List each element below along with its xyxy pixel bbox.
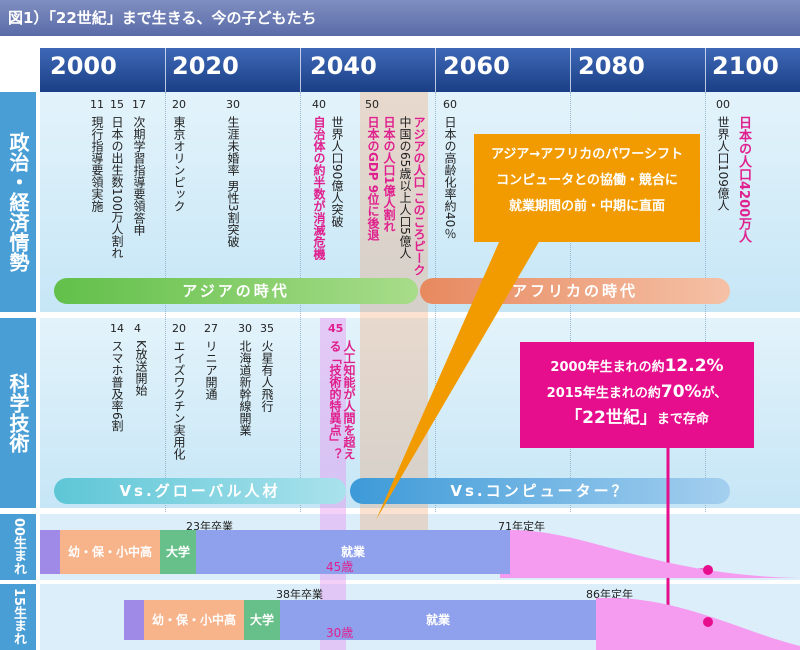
event-text: 日本の出生数100万人割れ xyxy=(110,116,124,259)
grad-label: 23年卒業 xyxy=(186,520,233,533)
era-africa: アフリカの時代 xyxy=(420,278,730,304)
event-year: 50 xyxy=(365,98,379,111)
event-text: 日本の人口1億人割れ xyxy=(382,116,396,233)
survival-pct: 12.2% xyxy=(664,356,724,376)
year-tick xyxy=(165,48,166,92)
event-text: 北海道新幹線開業 xyxy=(238,340,252,436)
survival-text: まで存命 xyxy=(656,412,709,427)
callout-line: アジア→アフリカのパワーシフト xyxy=(490,147,684,162)
event-text: 人工知能が人間を超える「技術的特異点」？ xyxy=(328,340,356,460)
event-year: 20 xyxy=(172,322,186,335)
survival-text: 2000年生まれの約 xyxy=(550,360,665,375)
curve-area xyxy=(500,530,800,578)
event-text: 生涯未婚率 男性3割突破 xyxy=(226,116,240,248)
event-year: 40 xyxy=(312,98,326,111)
work-seg: 就業 xyxy=(280,600,596,640)
school-seg: 幼・保・小中高 xyxy=(144,600,244,640)
era-global: Vs.グローバル人材 xyxy=(54,478,346,504)
year-label: 2100 xyxy=(712,52,779,80)
grad-label: 38年卒業 xyxy=(276,588,323,601)
curve-area xyxy=(596,598,800,650)
survival-curve-00 xyxy=(500,530,800,578)
callout-tail xyxy=(376,240,540,520)
year-tick xyxy=(570,48,571,92)
survival-pct: 70% xyxy=(660,382,702,402)
year-tick xyxy=(300,48,301,92)
event-text: 日本のGDP 9位に後退 xyxy=(366,116,380,242)
survival-text: 2015年生まれの約 xyxy=(546,386,661,401)
event-text: 世界人口90億人突破 xyxy=(330,116,344,228)
event-year: 14 xyxy=(110,322,124,335)
event-year: 15 xyxy=(110,98,124,111)
school-seg: 幼・保・小中高 xyxy=(60,530,160,574)
survival-text: が、 xyxy=(701,386,728,401)
year-label: 2000 xyxy=(50,52,117,80)
univ-seg: 大学 xyxy=(160,530,196,574)
year-label: 2020 xyxy=(172,52,239,80)
age-label: 45歳 xyxy=(326,560,354,574)
event-text: スマホ普及率6割 xyxy=(110,340,124,432)
retire-label: 86年定年 xyxy=(586,588,633,601)
event-year: 30 xyxy=(238,322,252,335)
event-year: 27 xyxy=(204,322,218,335)
year-label: 2080 xyxy=(578,52,645,80)
event-text: エイズワクチン実用化 xyxy=(172,340,186,460)
asia-peak-highlight xyxy=(360,92,428,550)
callout-box: アジア→アフリカのパワーシフト コンピュータとの協働・競合に 就業期間の前・中期… xyxy=(474,134,700,242)
event-year: 35 xyxy=(260,322,274,335)
event-year: 20 xyxy=(172,98,186,111)
figure-title: 図1）「22世紀」まで生きる、今の子どもたち xyxy=(0,0,800,36)
year-tick xyxy=(705,48,706,92)
year-tick xyxy=(435,48,436,92)
survival-highlight: 「22世紀」 xyxy=(565,408,657,428)
survival-curve-15 xyxy=(596,598,800,650)
event-year: 17 xyxy=(132,98,146,111)
marker-dot xyxy=(703,565,713,575)
born15-label: 15生まれ xyxy=(0,584,36,650)
event-year: 00 xyxy=(716,98,730,111)
politics-label: 政治・経済情勢 xyxy=(0,92,36,312)
year-header xyxy=(40,48,800,92)
event-text: 世界人口109億人 xyxy=(716,116,730,211)
event-year: 45 xyxy=(328,322,344,335)
event-text: アジアの人口 このころピーク xyxy=(412,116,426,277)
retire-label: 71年定年 xyxy=(498,520,545,533)
event-text: 日本の高齢化率約40％ xyxy=(443,116,457,240)
callout-line: コンピュータとの協働・競合に xyxy=(496,173,678,188)
event-year: 60 xyxy=(443,98,457,111)
event-text: 自治体の約半数が消滅危機 xyxy=(312,116,326,260)
born00-label: 00生まれ xyxy=(0,514,36,580)
infant-seg xyxy=(40,530,60,574)
era-asia: アジアの時代 xyxy=(54,278,418,304)
callout-line: 就業期間の前・中期に直面 xyxy=(508,199,665,214)
event-text: 中国の65歳以上人口5億人 xyxy=(398,116,412,259)
year-label: 2060 xyxy=(443,52,510,80)
event-text: K放送開始 xyxy=(134,340,148,396)
work-seg: 就業 xyxy=(196,530,510,574)
event-year: 30 xyxy=(226,98,240,111)
event-year: 4 xyxy=(134,322,141,335)
event-text: リニア開通 xyxy=(204,340,218,400)
year-label: 2040 xyxy=(310,52,377,80)
univ-seg: 大学 xyxy=(244,600,280,640)
event-year: 11 xyxy=(90,98,104,111)
event-text: 現行指導要領実施 xyxy=(90,116,104,212)
event-text: 次期学習指導要領答申 xyxy=(132,116,146,236)
survival-box: 2000年生まれの約12.2% 2015年生まれの約70%が、 「22世紀」まで… xyxy=(520,342,754,448)
infant-seg xyxy=(124,600,144,640)
event-text: 東京オリンピック xyxy=(172,116,186,212)
marker-dot xyxy=(703,617,713,627)
event-text: 日本の人口4200万人 xyxy=(736,116,751,244)
age-label: 30歳 xyxy=(326,626,354,640)
science-label: 科学技術 xyxy=(0,318,36,508)
event-text: 火星有人飛行 xyxy=(260,340,274,412)
